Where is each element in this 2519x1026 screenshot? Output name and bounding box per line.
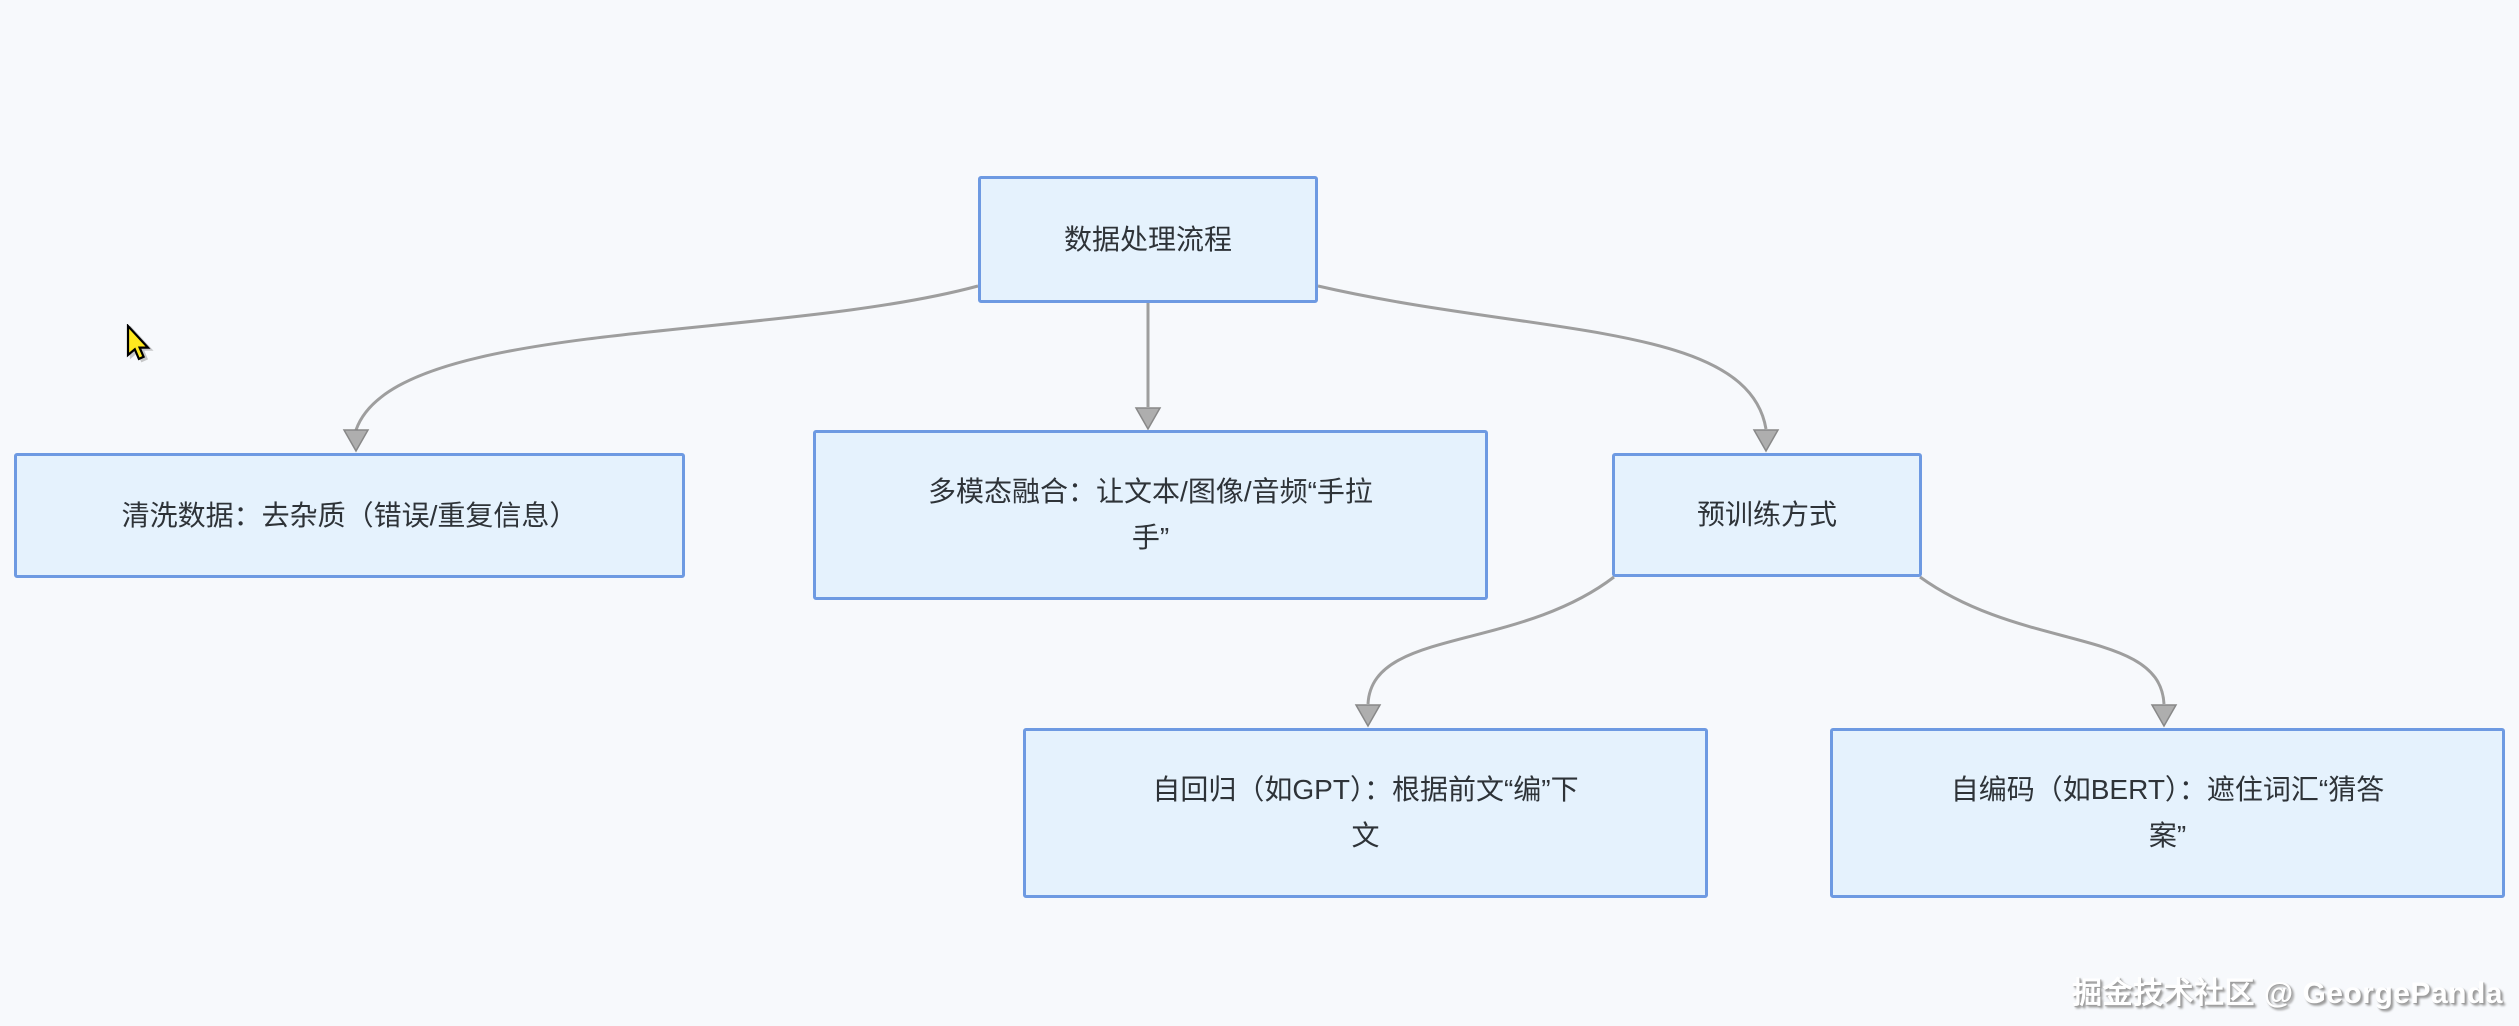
edge-root-to-clean: [354, 284, 979, 431]
node-label: 预训练方式: [1696, 499, 1837, 530]
node-label: 多模态融合：让文本/图像/音频“手拉: [928, 476, 1373, 507]
node-label: 数据处理流程: [1063, 223, 1232, 255]
node-clean-data[interactable]: 清洗数据：去杂质（错误/重复信息）: [14, 453, 685, 578]
watermark-juejin-community: 掘金技术社区 @ GeorgePanda: [2072, 977, 2503, 1010]
arrowhead-pretrain: [1752, 429, 1780, 453]
mouse-cursor-icon: [126, 324, 151, 361]
node-label-line2: 手”: [1131, 522, 1170, 553]
node-label: 自回归（如GPT）：根据前文“编”下: [1152, 774, 1579, 805]
edge-root-to-pretrain: [1317, 284, 1768, 430]
node-label: 清洗数据：去杂质（错误/重复信息）: [121, 499, 578, 531]
node-pretrain-methods[interactable]: 预训练方式: [1612, 453, 1922, 577]
node-label-line2: 案”: [2148, 820, 2187, 851]
node-multimodal-fusion[interactable]: 多模态融合：让文本/图像/音频“手拉 手”: [813, 430, 1488, 600]
node-label-line2: 文: [1351, 820, 1380, 851]
node-label: 自编码（如BERT）：遮住词汇“猜答: [1950, 774, 2385, 805]
arrowhead-multimodal: [1134, 407, 1162, 431]
edge-pretrain-to-autoencoding: [1919, 575, 2166, 705]
node-autoencoding-bert[interactable]: 自编码（如BERT）：遮住词汇“猜答 案”: [1830, 728, 2505, 898]
node-autoregressive-gpt[interactable]: 自回归（如GPT）：根据前文“编”下 文: [1023, 728, 1708, 898]
node-data-processing-flow[interactable]: 数据处理流程: [978, 176, 1318, 303]
arrowhead-autoencoding: [2150, 704, 2178, 728]
arrowhead-autoregressive: [1354, 704, 1382, 728]
arrowhead-clean: [342, 429, 370, 453]
